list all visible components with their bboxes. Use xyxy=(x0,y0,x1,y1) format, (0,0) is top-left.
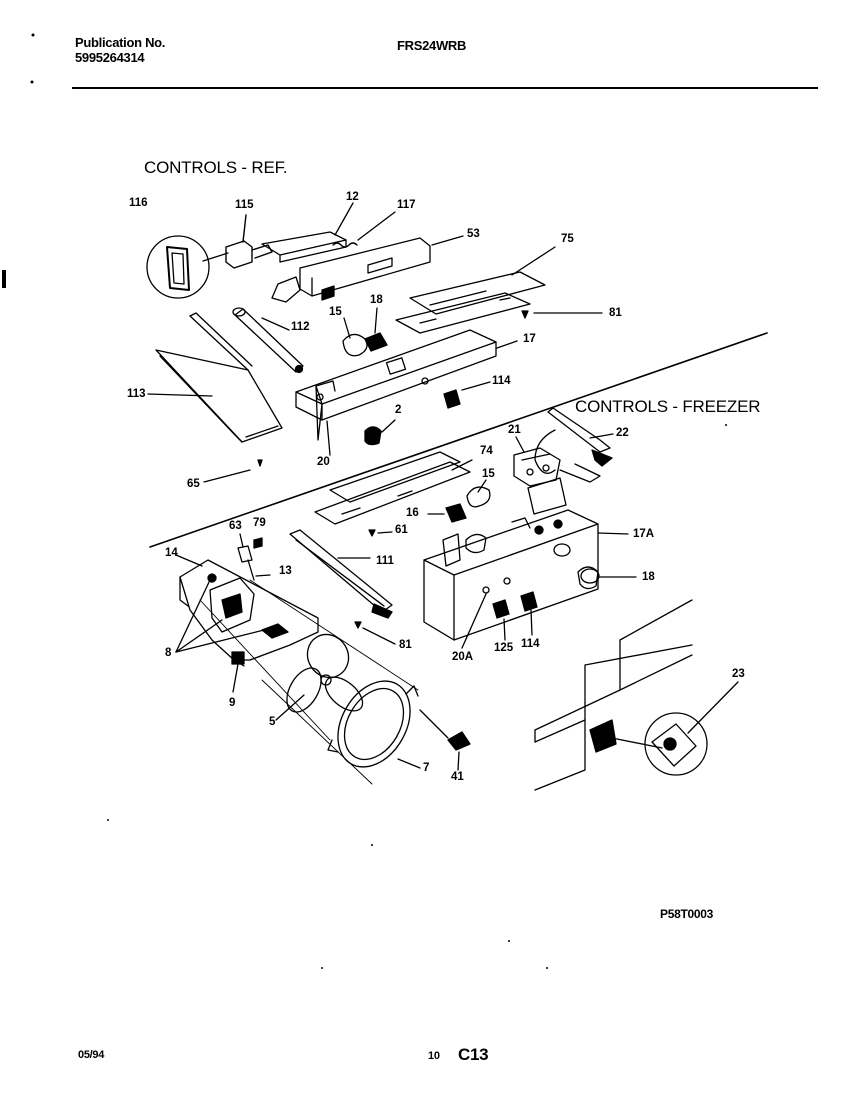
section-title-ref-controls: CONTROLS - REF. xyxy=(144,158,288,177)
callout-14: 14 xyxy=(165,547,178,559)
alignment-lines xyxy=(200,580,418,784)
callout-125: 125 xyxy=(494,642,514,654)
callout-112: 112 xyxy=(291,321,310,333)
callout-12: 12 xyxy=(346,191,359,203)
part-111-rod xyxy=(290,530,392,618)
publication-number: 5995264314 xyxy=(75,50,145,65)
callout-5: 5 xyxy=(269,716,276,728)
callout-18-freezer: 18 xyxy=(642,571,655,583)
part-74-cover-plate xyxy=(315,452,472,524)
part-22-capillary xyxy=(535,408,613,473)
callout-8: 8 xyxy=(165,647,172,659)
callout-23: 23 xyxy=(732,668,745,680)
publication-label: Publication No. xyxy=(75,35,166,50)
callout-116: 116 xyxy=(129,197,148,209)
scan-specks xyxy=(2,33,727,969)
callout-20: 20 xyxy=(317,456,330,468)
callout-75: 75 xyxy=(561,233,574,245)
part-8-leader-lines xyxy=(176,580,264,652)
callout-74: 74 xyxy=(480,445,493,457)
part-63-79-clips xyxy=(238,534,262,562)
part-115-socket xyxy=(226,215,272,268)
part-81-screw-lower xyxy=(355,622,395,644)
part-113-shield xyxy=(148,313,282,442)
callout-15-freezer: 15 xyxy=(482,468,495,480)
callout-21: 21 xyxy=(508,424,521,436)
header-rule xyxy=(72,87,818,89)
part-65-screw xyxy=(204,460,262,482)
part-116-light-shield xyxy=(147,236,228,298)
part-14-bracket xyxy=(176,555,318,666)
part-21-thermostat xyxy=(514,437,600,486)
publication-date: 05/94 xyxy=(78,1049,105,1061)
part-81-screw-upper xyxy=(522,311,602,318)
callout-16: 16 xyxy=(406,507,419,519)
callout-111: 111 xyxy=(376,555,394,567)
page-number: 10 xyxy=(428,1050,440,1062)
callout-15-ref: 15 xyxy=(329,306,342,318)
part-5-fan-blade xyxy=(276,627,369,720)
callout-41: 41 xyxy=(451,771,464,783)
callout-65: 65 xyxy=(187,478,200,490)
part-114-switch-ref xyxy=(444,382,490,408)
compartment-divider xyxy=(150,333,767,547)
drawing-code: P58T0003 xyxy=(660,907,713,921)
callout-7: 7 xyxy=(423,762,430,774)
callout-114-freezer: 114 xyxy=(521,638,540,650)
callout-17A: 17A xyxy=(633,528,655,540)
callout-115: 115 xyxy=(235,199,254,211)
part-112-rod xyxy=(233,308,303,373)
part-53-housing xyxy=(272,236,463,302)
part-23-cabinet-corner xyxy=(535,600,738,790)
callout-114-ref: 114 xyxy=(492,375,511,387)
part-61-screw xyxy=(369,530,392,536)
callout-79: 79 xyxy=(253,517,266,529)
part-12-bracket xyxy=(262,203,353,262)
part-16-socket-freezer xyxy=(428,504,466,522)
part-9-leader xyxy=(232,652,244,692)
section-code: C13 xyxy=(458,1045,489,1064)
callout-18-ref: 18 xyxy=(370,294,383,306)
model-number: FRS24WRB xyxy=(397,38,467,53)
part-18-socket-ref xyxy=(365,308,387,351)
part-2-knob xyxy=(365,420,395,445)
callout-22: 22 xyxy=(616,427,629,439)
callout-17: 17 xyxy=(523,333,536,345)
callout-53: 53 xyxy=(467,228,480,240)
callout-9: 9 xyxy=(229,697,236,709)
callout-63: 63 xyxy=(229,520,242,532)
section-title-freezer-controls: CONTROLS - FREEZER xyxy=(575,397,761,416)
part-15-bulb-ref xyxy=(343,318,367,356)
callout-20A: 20A xyxy=(452,651,474,663)
part-13-motor xyxy=(210,575,270,632)
callout-61: 61 xyxy=(395,524,408,536)
callout-81-lower: 81 xyxy=(399,639,412,651)
part-18-knob-freezer xyxy=(578,567,636,589)
part-75-cover-plate xyxy=(396,247,555,333)
part-117-spring xyxy=(333,212,395,247)
callout-113: 113 xyxy=(127,388,146,400)
part-17-panel-ref xyxy=(296,330,517,455)
callout-2: 2 xyxy=(395,404,402,416)
callout-81-upper: 81 xyxy=(609,307,622,319)
part-17A-panel-freezer xyxy=(424,478,628,640)
part-15-bulb-freezer xyxy=(467,480,490,507)
part-41-screw xyxy=(420,710,470,770)
part-20A-125-114-callout-lines xyxy=(462,592,537,648)
callout-117: 117 xyxy=(397,199,416,211)
callout-13: 13 xyxy=(279,565,292,577)
